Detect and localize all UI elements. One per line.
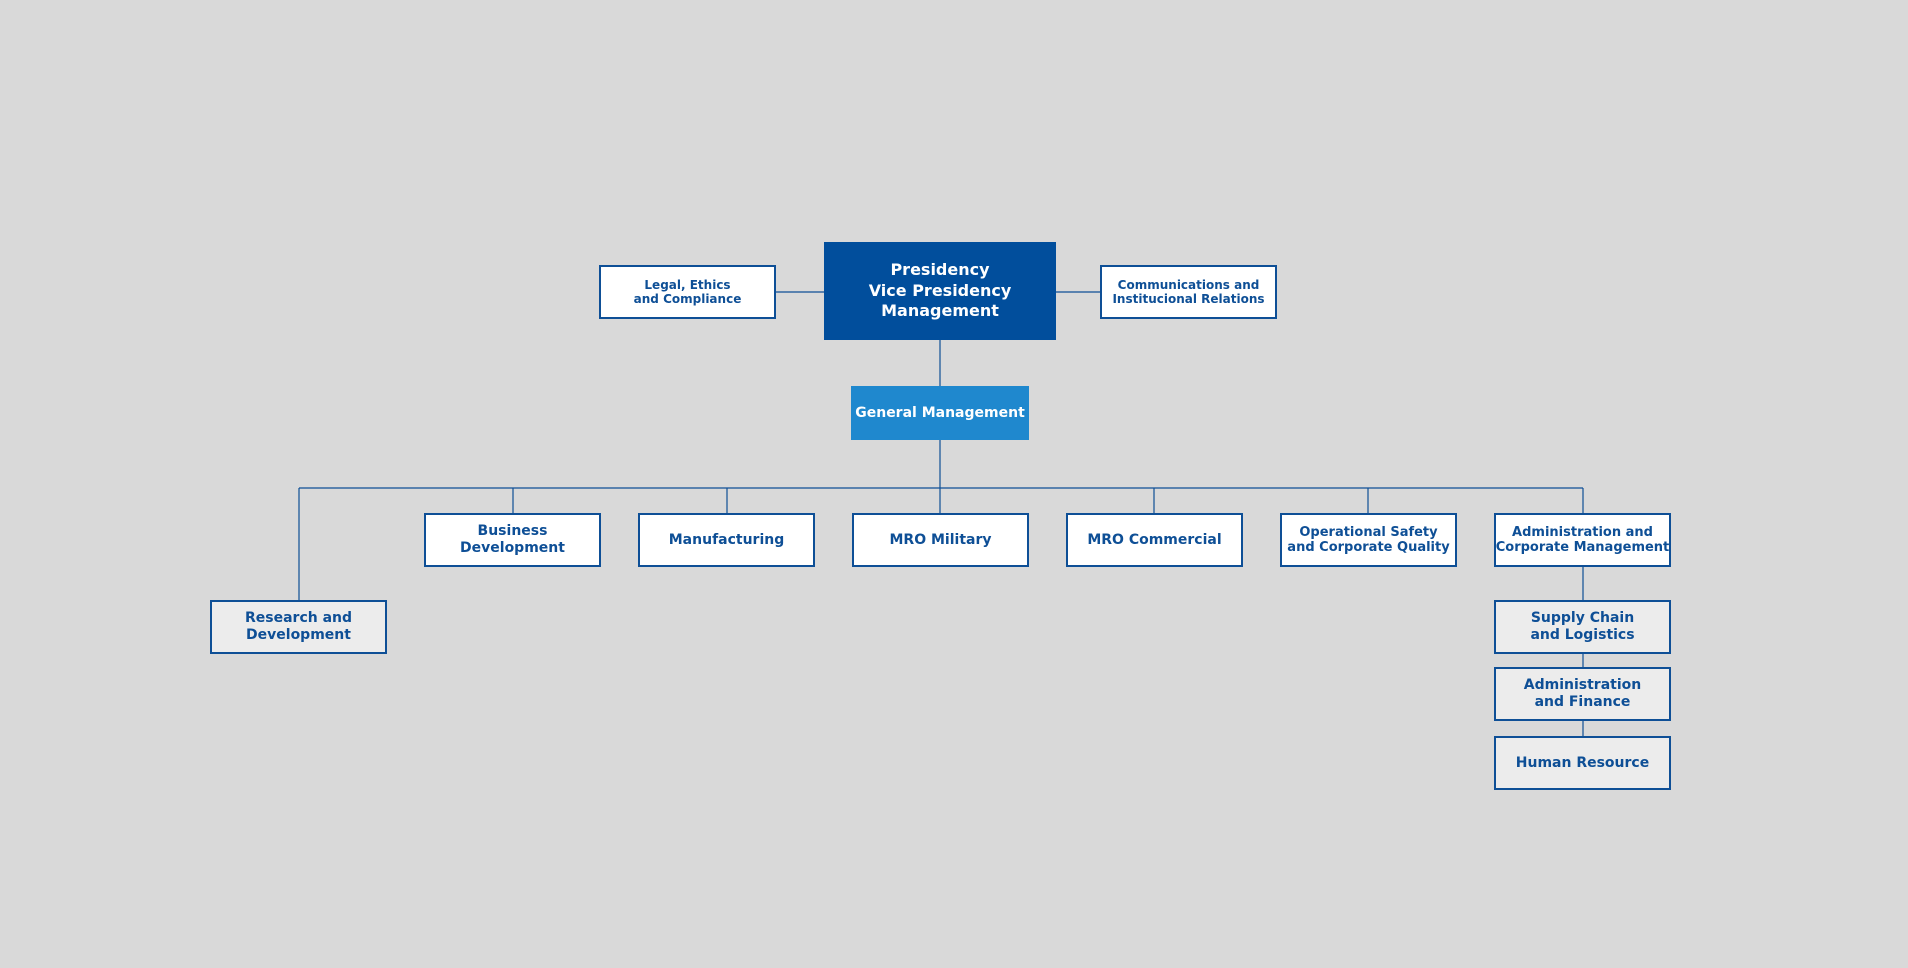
ops-safety-line-2: and Corporate Quality <box>1287 540 1450 555</box>
administration-finance-box: Administration and Finance <box>1494 667 1671 721</box>
admin-corp-line-1: Administration and <box>1512 524 1653 540</box>
research-line-2: Development <box>246 627 351 643</box>
supply-chain-line-2: and Logistics <box>1530 627 1635 643</box>
supply-chain-line-1: Supply Chain <box>1530 610 1635 627</box>
business-line-2: Development <box>460 540 565 556</box>
communications-line-2: Institucional Relations <box>1112 292 1265 306</box>
presidency-line-1: Presidency <box>890 259 990 279</box>
admin-finance-line-2: and Finance <box>1534 694 1631 710</box>
admin-corp-line-2: Corporate Management <box>1495 540 1670 555</box>
legal-ethics-box: Legal, Ethics and Compliance <box>599 265 776 319</box>
human-resource-label: Human Resource <box>1515 754 1650 771</box>
manufacturing-box: Manufacturing <box>638 513 815 567</box>
mro-military-box: MRO Military <box>852 513 1029 567</box>
presidency-box: Presidency Vice Presidency Management <box>824 242 1056 340</box>
general-management-box: General Management <box>851 386 1029 440</box>
business-line-1: Business <box>477 523 548 540</box>
operational-safety-box: Operational Safety and Corporate Quality <box>1280 513 1457 567</box>
research-development-box: Research and Development <box>210 600 387 654</box>
communications-line-1: Communications and <box>1117 277 1260 292</box>
legal-line-2: and Compliance <box>633 292 742 306</box>
business-development-box: Business Development <box>424 513 601 567</box>
human-resource-box: Human Resource <box>1494 736 1671 790</box>
ops-safety-line-1: Operational Safety <box>1299 524 1438 540</box>
mro-military-label: MRO Military <box>889 531 992 548</box>
admin-finance-line-1: Administration <box>1523 677 1642 694</box>
research-line-1: Research and <box>244 610 353 627</box>
general-management-label: General Management <box>855 404 1025 421</box>
mro-commercial-box: MRO Commercial <box>1066 513 1243 567</box>
administration-corporate-box: Administration and Corporate Management <box>1494 513 1671 567</box>
presidency-line-3: Management <box>881 301 999 321</box>
mro-commercial-label: MRO Commercial <box>1087 531 1222 548</box>
presidency-line-2: Vice Presidency <box>868 280 1012 300</box>
legal-line-1: Legal, Ethics <box>644 277 731 292</box>
supply-chain-box: Supply Chain and Logistics <box>1494 600 1671 654</box>
communications-box: Communications and Institucional Relatio… <box>1100 265 1277 319</box>
manufacturing-label: Manufacturing <box>668 531 785 548</box>
